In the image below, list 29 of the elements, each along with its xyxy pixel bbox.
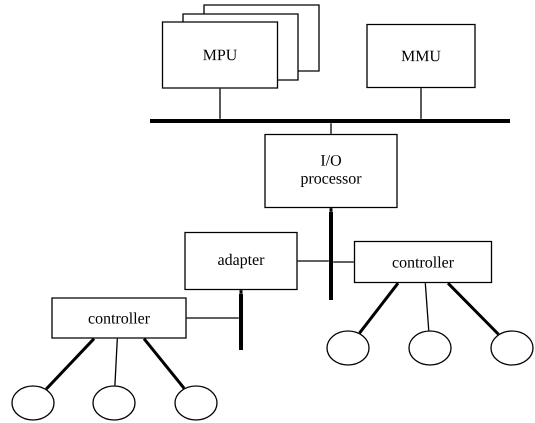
unit-box: MMU bbox=[366, 24, 476, 88]
connector-line bbox=[45, 338, 96, 390]
bus-bar bbox=[329, 212, 333, 300]
connector-line bbox=[358, 282, 400, 334]
bus-bar bbox=[239, 294, 243, 350]
connector-line bbox=[424, 283, 430, 330]
connector-line bbox=[186, 317, 239, 319]
connector-line bbox=[330, 123, 332, 134]
unit-box: controller bbox=[354, 240, 492, 284]
connector-line bbox=[333, 261, 354, 263]
connector-line bbox=[114, 338, 118, 386]
connector-line bbox=[298, 260, 329, 262]
stacked-unit-boxes: MPU bbox=[162, 4, 320, 89]
device-circle bbox=[11, 385, 55, 421]
unit-box: controller bbox=[51, 297, 187, 339]
connector-line bbox=[330, 208, 332, 212]
device-circle bbox=[490, 330, 534, 366]
connector-line bbox=[420, 88, 422, 119]
device-circle bbox=[174, 385, 218, 421]
bus-bar bbox=[150, 119, 510, 123]
connector-line bbox=[240, 290, 242, 294]
unit-box: I/O processor bbox=[264, 134, 398, 208]
connector-line bbox=[142, 338, 186, 390]
device-circle bbox=[92, 385, 136, 421]
unit-box: adapter bbox=[184, 232, 298, 290]
device-circle bbox=[326, 330, 370, 366]
connector-line bbox=[446, 282, 500, 336]
connector-line bbox=[219, 88, 221, 119]
device-circle bbox=[408, 330, 452, 366]
